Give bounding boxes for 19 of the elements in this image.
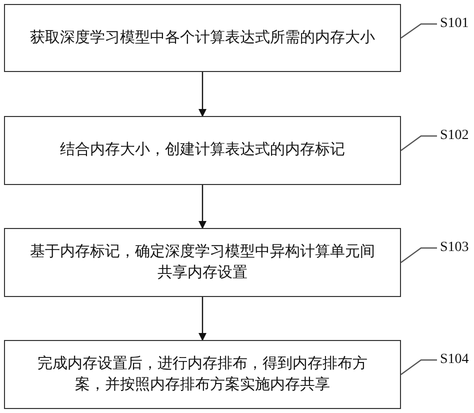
arrow xyxy=(198,72,206,117)
step-label: S103 xyxy=(440,240,474,256)
leader-line xyxy=(400,359,437,375)
step-label: S104 xyxy=(440,352,474,368)
leader-line xyxy=(400,23,437,38)
step-text: 完成内存设置后，进行内存排布，得到内存排布方案，并按照内存排布方案实施内存共享 xyxy=(36,354,368,394)
arrow xyxy=(198,297,206,341)
step-text: 获取深度学习模型中各个计算表达式所需的内存大小 xyxy=(29,28,376,48)
process-box xyxy=(4,228,401,297)
process-box xyxy=(4,340,401,409)
arrow xyxy=(198,185,206,229)
leader-line xyxy=(400,247,437,263)
leader-line xyxy=(400,135,437,151)
step-text: 基于内存标记，确定深度学习模型中异构计算单元间共享内存设置 xyxy=(29,242,376,282)
step-text: 结合内存大小，创建计算表达式的内存标记 xyxy=(59,140,346,160)
process-box xyxy=(4,116,401,185)
step-label: S101 xyxy=(440,16,474,32)
process-box xyxy=(4,4,401,72)
step-label: S102 xyxy=(440,128,474,144)
